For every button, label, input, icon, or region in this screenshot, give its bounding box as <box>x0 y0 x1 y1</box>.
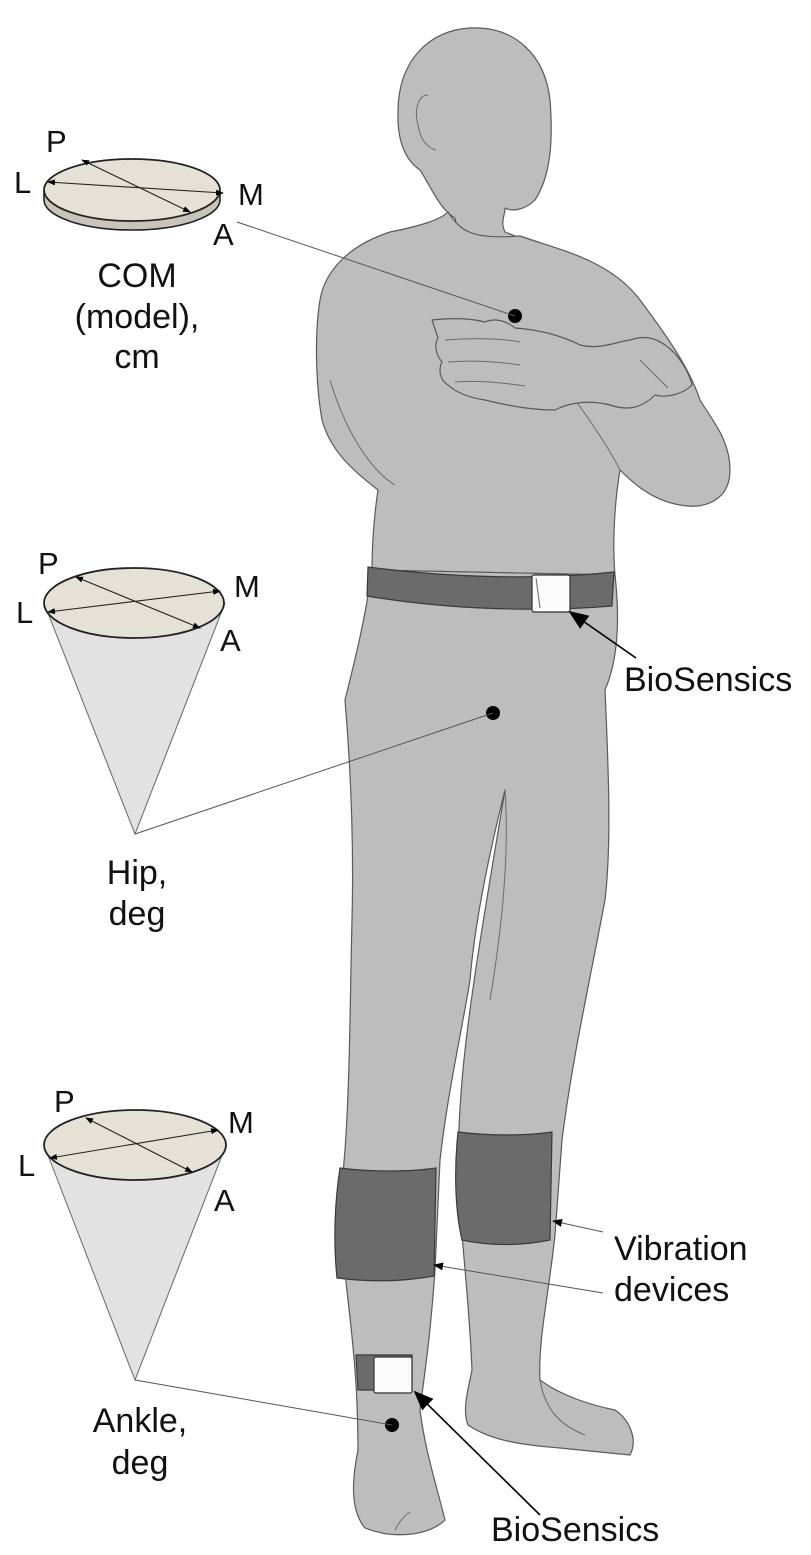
hip-cone-diagram: P L M A <box>16 546 260 834</box>
ankle-strap <box>356 1355 412 1393</box>
com-label: COM (model), cm <box>75 257 200 376</box>
ankle-axis-p: P <box>54 1084 75 1119</box>
hip-axis-p: P <box>38 546 59 581</box>
vibration-leader-line-right <box>553 1221 603 1232</box>
hip-label-line1: Hip, <box>107 854 167 892</box>
ankle-cone-diagram: P L M A <box>18 1084 254 1380</box>
vibration-label-line1: Vibration <box>614 1230 748 1268</box>
com-axis-l: L <box>14 165 31 200</box>
com-axis-a: A <box>213 217 234 252</box>
ankle-label-line2: deg <box>112 1444 169 1482</box>
com-axis-p: P <box>46 124 67 159</box>
ankle-label: Ankle, deg <box>93 1402 188 1482</box>
ankle-axis-m: M <box>228 1105 254 1140</box>
vibration-devices-label: Vibration devices <box>614 1230 748 1309</box>
vibration-device-left <box>335 1168 436 1281</box>
com-label-line1: COM <box>97 257 176 295</box>
hip-axis-l: L <box>16 595 33 630</box>
ankle-axis-a: A <box>214 1183 235 1218</box>
com-label-line2: (model), <box>75 298 200 336</box>
vibration-device-right <box>456 1132 552 1245</box>
hip-label: Hip, deg <box>107 854 167 933</box>
hip-axis-a: A <box>220 623 241 658</box>
biosensics-ankle-label: BioSensics <box>491 1511 659 1549</box>
ankle-axis-l: L <box>18 1148 35 1183</box>
hip-axis-m: M <box>234 569 260 604</box>
ankle-sensor <box>374 1357 412 1393</box>
vibration-label-line2: devices <box>614 1271 729 1309</box>
com-label-line3: cm <box>114 338 159 376</box>
com-axis-m: M <box>238 177 264 212</box>
com-disc-diagram: P L M A <box>14 124 264 252</box>
hip-label-line2: deg <box>109 895 166 933</box>
ankle-label-line1: Ankle, <box>93 1402 188 1440</box>
biosensics-waist-label: BioSensics <box>624 661 792 699</box>
